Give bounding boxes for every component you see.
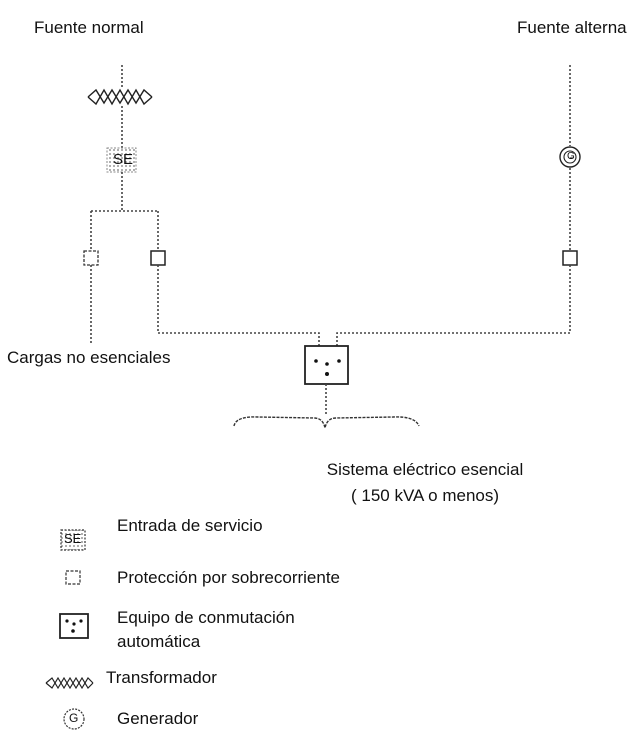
legend-generator-symbol-text: G <box>69 711 79 725</box>
transformer-icon <box>87 88 153 106</box>
overcurrent-protection-right <box>150 250 166 266</box>
normal-source-label: Fuente normal <box>34 18 144 37</box>
service-entrance-symbol-text: SE <box>113 151 134 168</box>
legend-item-transfer-line2: automática <box>117 632 201 651</box>
legend-item-overcurrent: Protección por sobrecorriente <box>117 568 341 587</box>
legend-item-service-entrance: Entrada de servicio <box>117 516 263 535</box>
generator-symbol-text: G <box>567 151 575 162</box>
legend-overcurrent-icon <box>65 570 81 585</box>
legend-transfer-switch-icon <box>59 613 89 639</box>
normal-to-transfer-feeder <box>157 265 320 346</box>
legend-service-entrance-icon <box>60 529 86 551</box>
overcurrent-protection-left <box>83 250 99 266</box>
alternate-source-label: Fuente alterna <box>517 18 627 37</box>
legend-transformer-icon <box>45 676 94 690</box>
legend-item-transformer: Transformador <box>106 668 217 687</box>
split-bus <box>90 210 159 251</box>
essential-system-brace <box>233 416 420 429</box>
legend-item-transfer-line1: Equipo de conmutación <box>117 608 295 627</box>
essential-system-label: Sistema eléctrico esencial <box>326 460 524 479</box>
automatic-transfer-switch <box>304 345 349 385</box>
essential-system-capacity: ( 150 kVA o menos) <box>350 486 500 505</box>
generator-icon <box>559 146 581 168</box>
legend-item-generator: Generador <box>117 709 199 728</box>
legend-se-symbol-text: SE <box>64 531 82 546</box>
legend-generator-icon <box>63 708 85 730</box>
normal-source-feeder <box>87 65 153 211</box>
alternate-to-transfer-feeder <box>336 265 571 346</box>
overcurrent-protection-alternate <box>562 250 578 266</box>
nonessential-loads-label: Cargas no esenciales <box>7 348 171 367</box>
